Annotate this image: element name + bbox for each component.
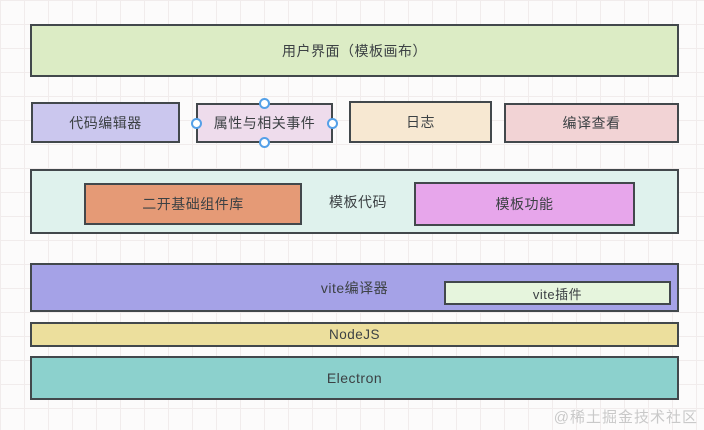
box-nodejs[interactable]: NodeJS [30, 322, 679, 347]
box-vite-compiler-label: vite编译器 [320, 279, 389, 296]
watermark: @稀土掘金技术社区 [553, 409, 698, 426]
box-electron[interactable]: Electron [30, 356, 679, 400]
box-properties-events-label: 属性与相关事件 [213, 115, 316, 131]
selection-handle-left[interactable] [191, 117, 202, 129]
box-user-interface-label: 用户界面（模板画布） [282, 42, 427, 59]
box-user-interface[interactable]: 用户界面（模板画布） [30, 24, 679, 77]
box-nodejs-label: NodeJS [328, 327, 381, 342]
box-electron-label: Electron [326, 370, 383, 386]
box-template-function[interactable]: 模板功能 [414, 182, 635, 226]
selection-handle-bottom[interactable] [259, 137, 270, 148]
box-code-editor-label: 代码编辑器 [69, 114, 142, 131]
box-logs-label: 日志 [406, 114, 435, 130]
box-component-library[interactable]: 二开基础组件库 [84, 183, 302, 225]
box-compile-view[interactable]: 编译查看 [504, 103, 679, 143]
box-vite-plugin-label: vite插件 [532, 286, 583, 302]
box-compile-view-label: 编译查看 [562, 115, 621, 131]
box-properties-events[interactable]: 属性与相关事件 [191, 98, 338, 148]
box-vite-plugin[interactable]: vite插件 [444, 281, 671, 305]
box-vite-compiler[interactable]: vite编译器 vite插件 [30, 263, 679, 312]
box-component-library-label: 二开基础组件库 [142, 196, 244, 212]
box-code-editor[interactable]: 代码编辑器 [31, 102, 180, 143]
selection-handle-right[interactable] [327, 117, 338, 129]
box-logs[interactable]: 日志 [349, 101, 492, 143]
template-code-group-label: 模板代码 [329, 193, 387, 210]
group-template-code[interactable]: 二开基础组件库 模板代码 模板功能 [30, 169, 679, 234]
box-template-function-label: 模板功能 [495, 196, 554, 212]
selection-handle-top[interactable] [259, 98, 270, 109]
